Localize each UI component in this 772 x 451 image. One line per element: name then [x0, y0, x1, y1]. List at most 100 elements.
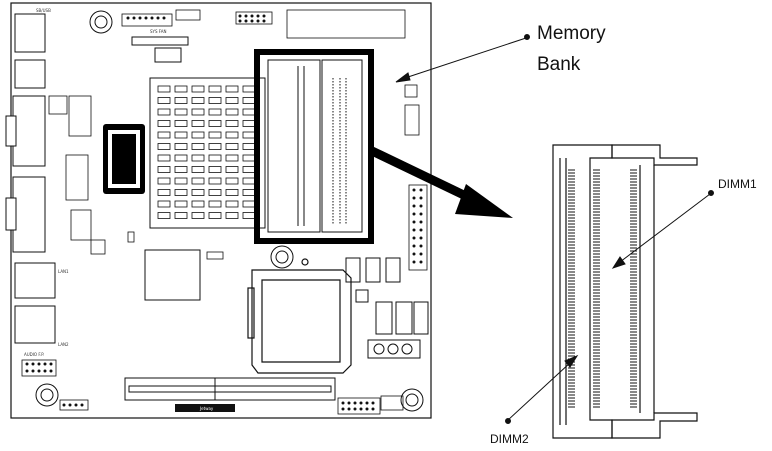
dimm2-callout-line	[505, 354, 579, 424]
heatsink-fin	[208, 154, 222, 162]
heatsink-fin	[174, 97, 188, 104]
heatsink-fin	[191, 189, 205, 196]
lan1-port	[14, 262, 56, 299]
pin-headers	[21, 9, 428, 415]
heatsink-fin	[157, 131, 171, 139]
heatsink-fin	[191, 166, 205, 173]
heatsink-fin	[225, 212, 239, 219]
heatsink-fin	[208, 143, 222, 150]
sys-fan-label: SYS FAN	[150, 29, 166, 34]
lan2-label: LAN2	[58, 342, 69, 347]
dvi-port	[12, 176, 46, 253]
heatsink-fin	[191, 154, 205, 162]
heatsink-fin	[174, 120, 188, 127]
heatsink-fin	[191, 131, 205, 139]
heatsink-fin	[174, 143, 188, 150]
sys-fan-connector	[131, 36, 189, 63]
heatsink-fin	[174, 108, 188, 116]
heatsink-fin	[225, 143, 239, 150]
mounting-hole	[400, 388, 424, 412]
pci-slot	[124, 377, 336, 401]
power-connector-4pin	[367, 339, 421, 359]
cpu-socket	[247, 258, 352, 374]
heatsink-fin	[191, 85, 205, 93]
header-bottom-1	[337, 397, 381, 415]
heatsink-fin	[174, 154, 188, 162]
heatsink-fin	[208, 131, 222, 139]
heatsink-fin	[157, 120, 171, 127]
dimm-zoom-latch-top	[611, 144, 698, 166]
heatsink-fin	[174, 131, 188, 139]
header-top-3	[235, 11, 273, 25]
heatsink-fin	[157, 189, 171, 196]
pin-dots	[25, 14, 423, 411]
vga-port	[12, 95, 46, 167]
heatsink-fin	[191, 212, 205, 219]
heatsink-fin	[157, 97, 171, 104]
heatsink-fin	[225, 97, 239, 104]
atx-power-connector	[286, 9, 406, 39]
usb-port-stack	[14, 13, 46, 53]
dimm2-label: DIMM2	[490, 432, 529, 446]
audio-header	[21, 359, 57, 377]
dimm1-label: DIMM1	[718, 177, 757, 191]
heatsink-body	[149, 77, 266, 229]
heatsink-fin	[225, 85, 239, 93]
heatsink-fin	[157, 166, 171, 173]
heatsink-fin	[174, 166, 188, 173]
heatsink-fin	[208, 166, 222, 173]
heatsink-fin	[208, 177, 222, 185]
heatsink-fin	[225, 108, 239, 116]
heatsink-fin	[174, 212, 188, 219]
header-bottom-2	[380, 395, 404, 411]
header-right-2	[404, 104, 420, 136]
heatsink-fin	[157, 143, 171, 150]
brand-plate	[175, 404, 235, 412]
header-small-2	[127, 231, 135, 243]
dimm-zoom-frame	[552, 144, 613, 439]
heatsink-fin	[174, 85, 188, 93]
dvi-port-inner	[5, 197, 17, 231]
brand-label: Jetway	[199, 406, 214, 411]
heatsink	[149, 77, 266, 229]
rear-io-ports	[5, 13, 56, 344]
header-left-4	[70, 209, 92, 241]
heatsink-fin	[225, 189, 239, 196]
dimm1-callout-line	[611, 190, 714, 269]
header-right-1	[404, 84, 418, 98]
heatsink-fin	[208, 85, 222, 93]
heatsink-fin	[208, 108, 222, 116]
heatsink-fin	[225, 177, 239, 185]
heatsink-fin	[191, 120, 205, 127]
heatsink-fin	[208, 120, 222, 127]
memory-bank-highlight	[254, 49, 374, 244]
header-top-1	[121, 13, 173, 27]
heatsink-fin	[208, 212, 222, 219]
dimm-slot-board-2	[321, 59, 363, 233]
heatsink-fin	[225, 166, 239, 173]
memory-bank-label: Memory Bank	[537, 21, 606, 77]
sata-connectors	[345, 257, 429, 335]
heatsink-fin	[225, 131, 239, 139]
mounting-hole	[89, 10, 113, 34]
heatsink-fin	[208, 189, 222, 196]
heatsink-fin	[191, 200, 205, 208]
header-top-2	[175, 9, 201, 21]
chipset	[103, 124, 145, 194]
heatsink-fin	[191, 177, 205, 185]
heatsink-fin	[174, 189, 188, 196]
heatsink-fin	[157, 177, 171, 185]
dimm-slots-zoom	[552, 144, 698, 439]
heatsink-fin	[157, 85, 171, 93]
heatsink-fin	[225, 154, 239, 162]
dimm-zoom-pins	[568, 169, 637, 408]
heatsink-fin	[225, 200, 239, 208]
header-small-1	[206, 251, 224, 260]
dimm-slot-board-1	[267, 59, 321, 233]
mounting-hole	[35, 383, 59, 407]
header-left-5	[90, 239, 106, 255]
zoom-arrow	[368, 145, 513, 218]
mounting-hole	[270, 245, 294, 269]
memory-bank-on-board	[267, 59, 363, 233]
